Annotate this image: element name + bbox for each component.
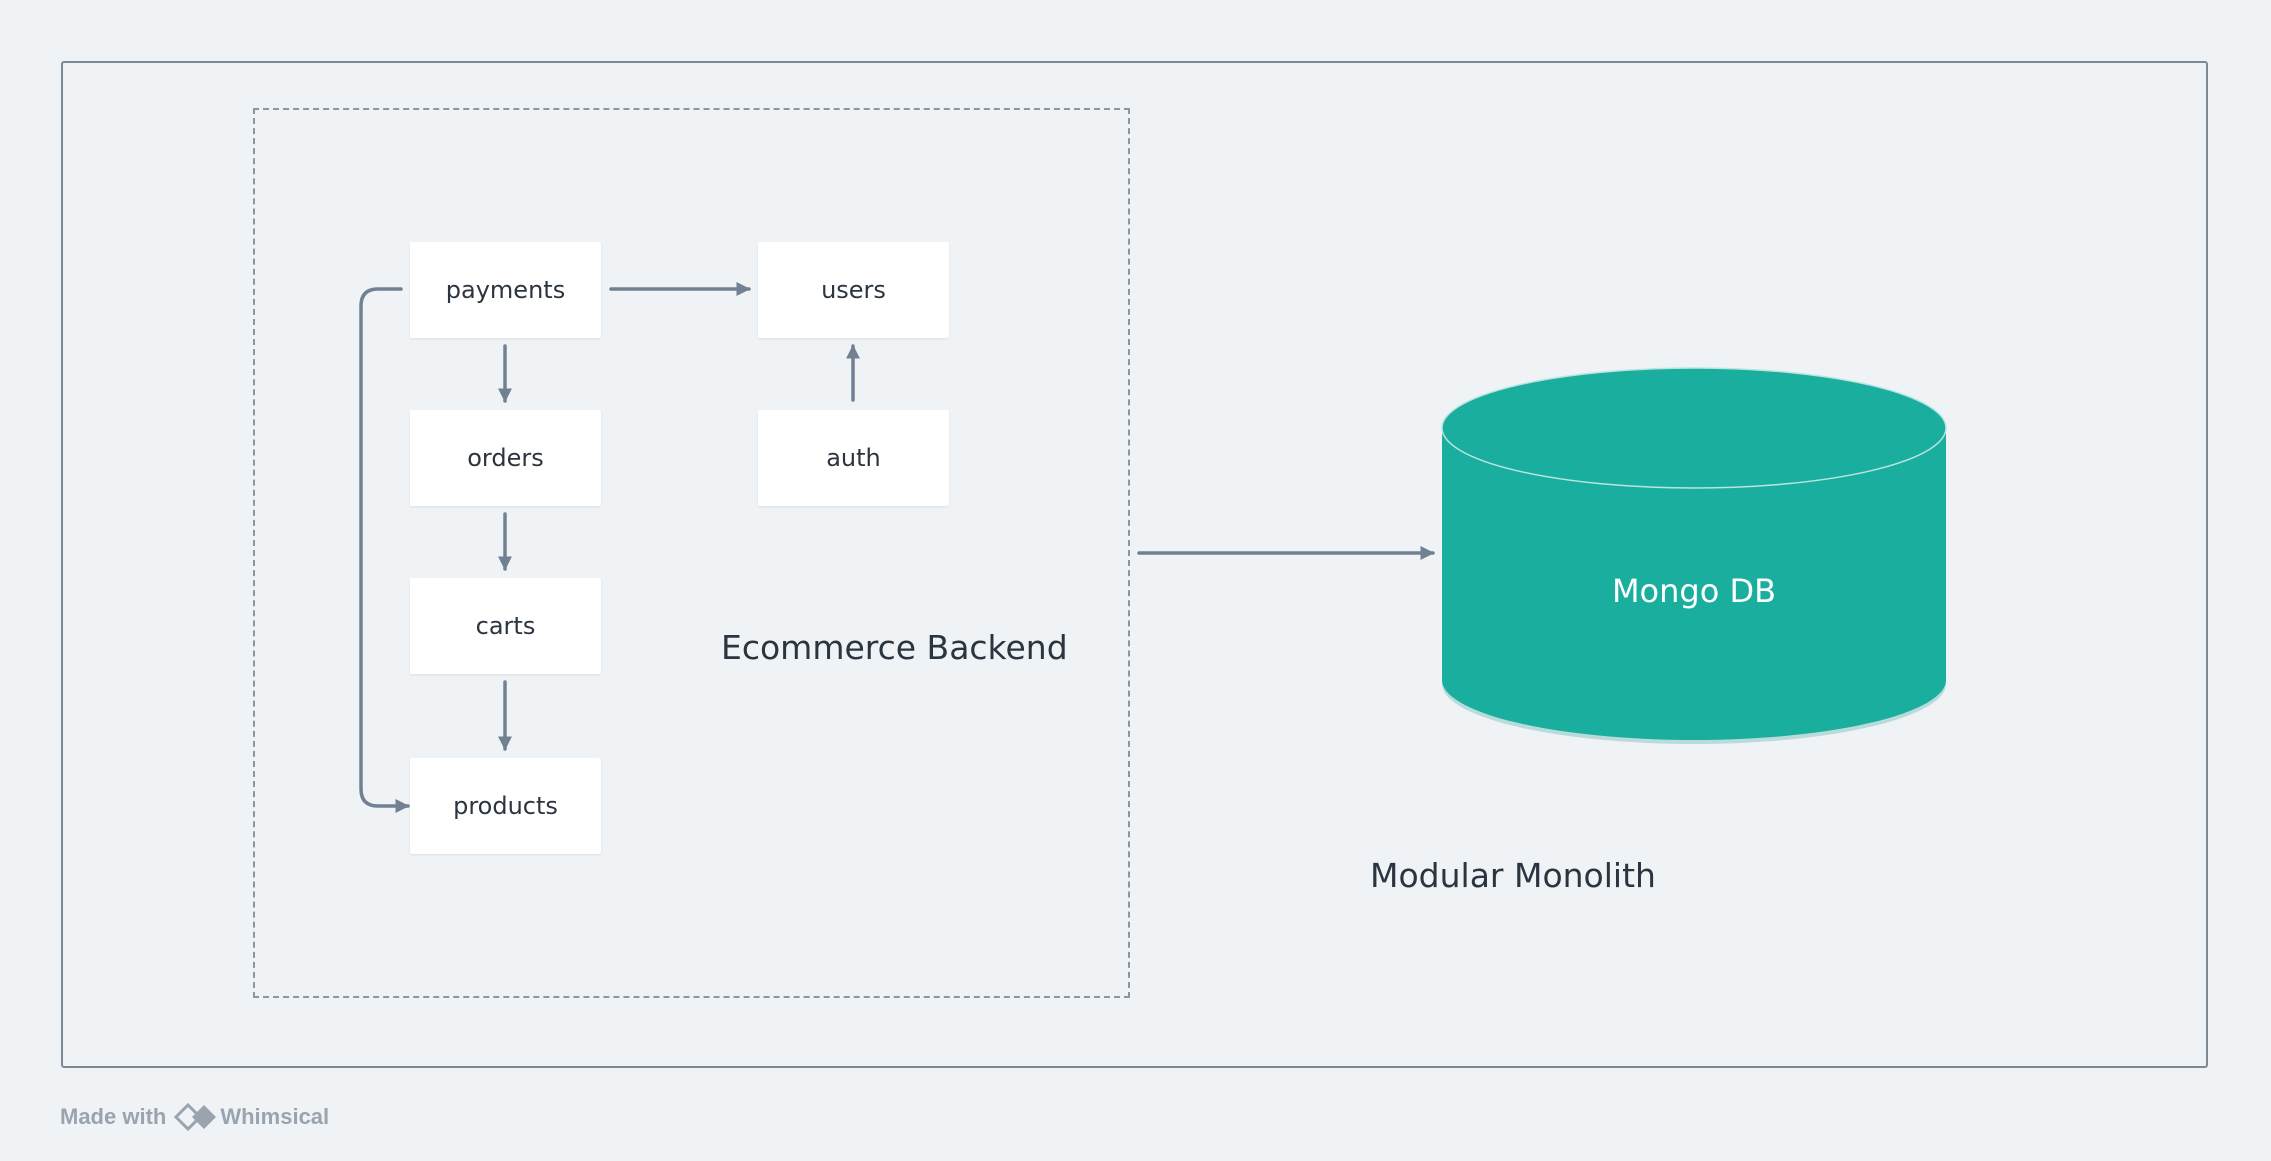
node-payments[interactable]: payments [410,242,601,338]
group-label: Ecommerce Backend [721,628,1068,667]
node-orders[interactable]: orders [410,410,601,506]
ecommerce-backend-group [253,108,1130,998]
whimsical-brand-text: Whimsical [220,1104,330,1129]
made-with-text: Made with [60,1104,167,1129]
database-label: Mongo DB [1611,572,1777,610]
node-carts[interactable]: carts [410,578,601,674]
node-products[interactable]: products [410,758,601,854]
made-with-footer[interactable]: Made with Whimsical [60,1100,329,1134]
whimsical-logo-icon [174,1102,217,1132]
arrow-payments-to-products [359,287,410,813]
outer-frame-label: Modular Monolith [1370,856,1656,895]
modular-monolith-frame [61,61,2208,1068]
node-auth[interactable]: auth [758,410,949,506]
database-cylinder [1441,367,1947,744]
node-users[interactable]: users [758,242,949,338]
